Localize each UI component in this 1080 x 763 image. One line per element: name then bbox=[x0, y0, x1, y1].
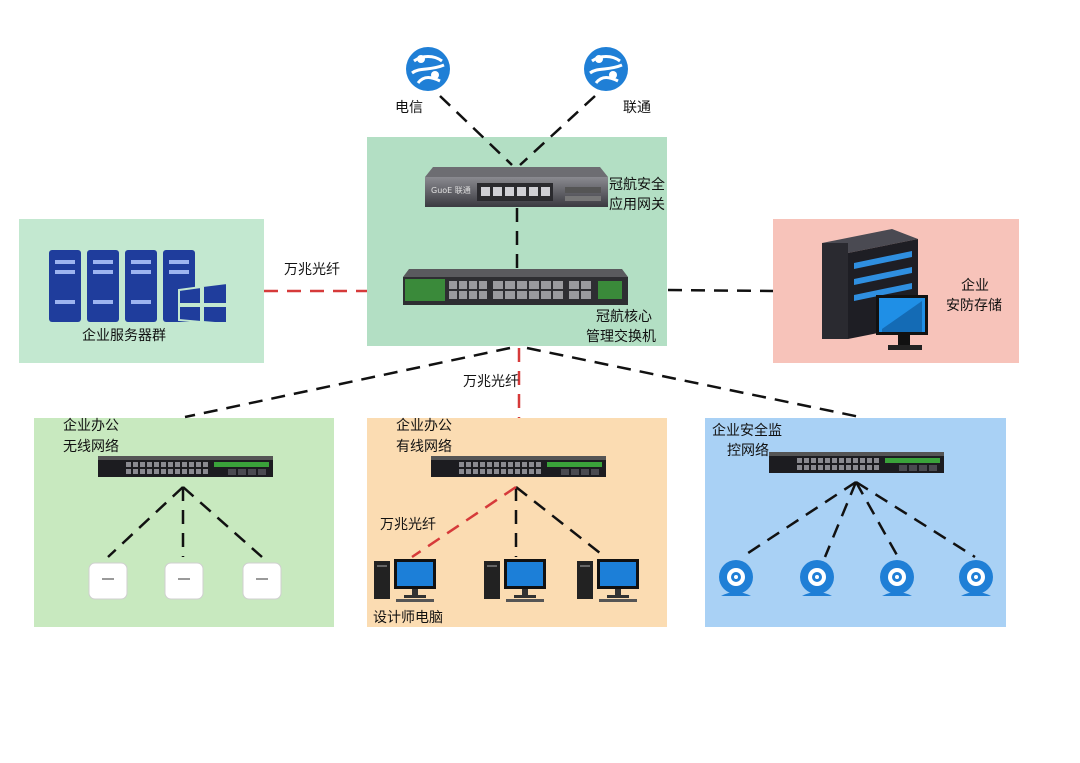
link-wl-ap3 bbox=[182, 486, 263, 558]
designer-pc-label: 设计师电脑 bbox=[373, 610, 443, 626]
fiber-label-wired: 万兆光纤 bbox=[380, 517, 436, 533]
link-telecom-gateway bbox=[439, 95, 513, 166]
security-gateway-device: GuoE 联通 bbox=[425, 167, 608, 207]
link-unicom-gateway bbox=[519, 95, 596, 166]
access-switch-security bbox=[769, 452, 944, 473]
storage-label-line1: 企业 bbox=[961, 278, 989, 294]
storage-server-icon bbox=[822, 229, 928, 350]
camera-icon bbox=[959, 560, 993, 596]
link-wd-pc3 bbox=[515, 486, 606, 558]
link-sec-cam3 bbox=[854, 481, 900, 558]
desktop-computer-icon bbox=[577, 559, 639, 602]
link-wl-ap1 bbox=[107, 486, 184, 558]
gateway-label-line2: 应用网关 bbox=[609, 197, 665, 213]
link-sec-cam4 bbox=[855, 480, 976, 559]
wired-label-line2: 有线网络 bbox=[396, 439, 452, 455]
security-label-line1: 企业安全监 bbox=[712, 423, 782, 439]
globe-icon bbox=[584, 47, 628, 91]
svg-text:GuoE 联通: GuoE 联通 bbox=[431, 185, 471, 195]
wireless-label-line2: 无线网络 bbox=[63, 439, 119, 455]
fiber-label-servers: 万兆光纤 bbox=[284, 262, 340, 278]
wireless-ap-icon bbox=[242, 562, 282, 600]
desktop-computer-icon bbox=[484, 559, 546, 602]
camera-icon bbox=[719, 560, 753, 596]
isp-unicom-label: 联通 bbox=[623, 100, 651, 116]
server-group-label: 企业服务器群 bbox=[82, 328, 166, 344]
isp-telecom-label: 电信 bbox=[395, 100, 423, 116]
core-switch-label-line1: 冠航核心 bbox=[596, 309, 652, 325]
storage-label-line2: 安防存储 bbox=[946, 298, 1002, 314]
access-switch-wireless bbox=[98, 456, 273, 477]
link-core-wireless bbox=[184, 346, 511, 419]
wireless-ap-icon bbox=[88, 562, 128, 600]
link-core-security bbox=[526, 346, 861, 419]
desktop-computer-icon bbox=[374, 559, 436, 602]
camera-icon bbox=[800, 560, 834, 596]
camera-icon bbox=[880, 560, 914, 596]
access-switch-wired bbox=[431, 456, 606, 477]
gateway-label-line1: 冠航安全 bbox=[609, 177, 665, 193]
security-label-line2: 控网络 bbox=[727, 443, 769, 459]
core-switch-label-line2: 管理交换机 bbox=[586, 329, 656, 345]
windows-logo-icon bbox=[178, 281, 228, 322]
wireless-ap-icon bbox=[164, 562, 204, 600]
server-rack-icon bbox=[49, 250, 228, 322]
wireless-label-line1: 企业办公 bbox=[63, 418, 119, 434]
fiber-wired-pc1 bbox=[411, 485, 517, 559]
link-sec-cam2 bbox=[823, 481, 858, 558]
fiber-label-core-wired: 万兆光纤 bbox=[463, 374, 519, 390]
globe-icon bbox=[406, 47, 450, 91]
link-sec-cam1 bbox=[741, 480, 857, 559]
core-switch-device bbox=[403, 269, 628, 305]
wired-label-line1: 企业办公 bbox=[396, 418, 452, 434]
link-core-storage bbox=[667, 288, 774, 293]
